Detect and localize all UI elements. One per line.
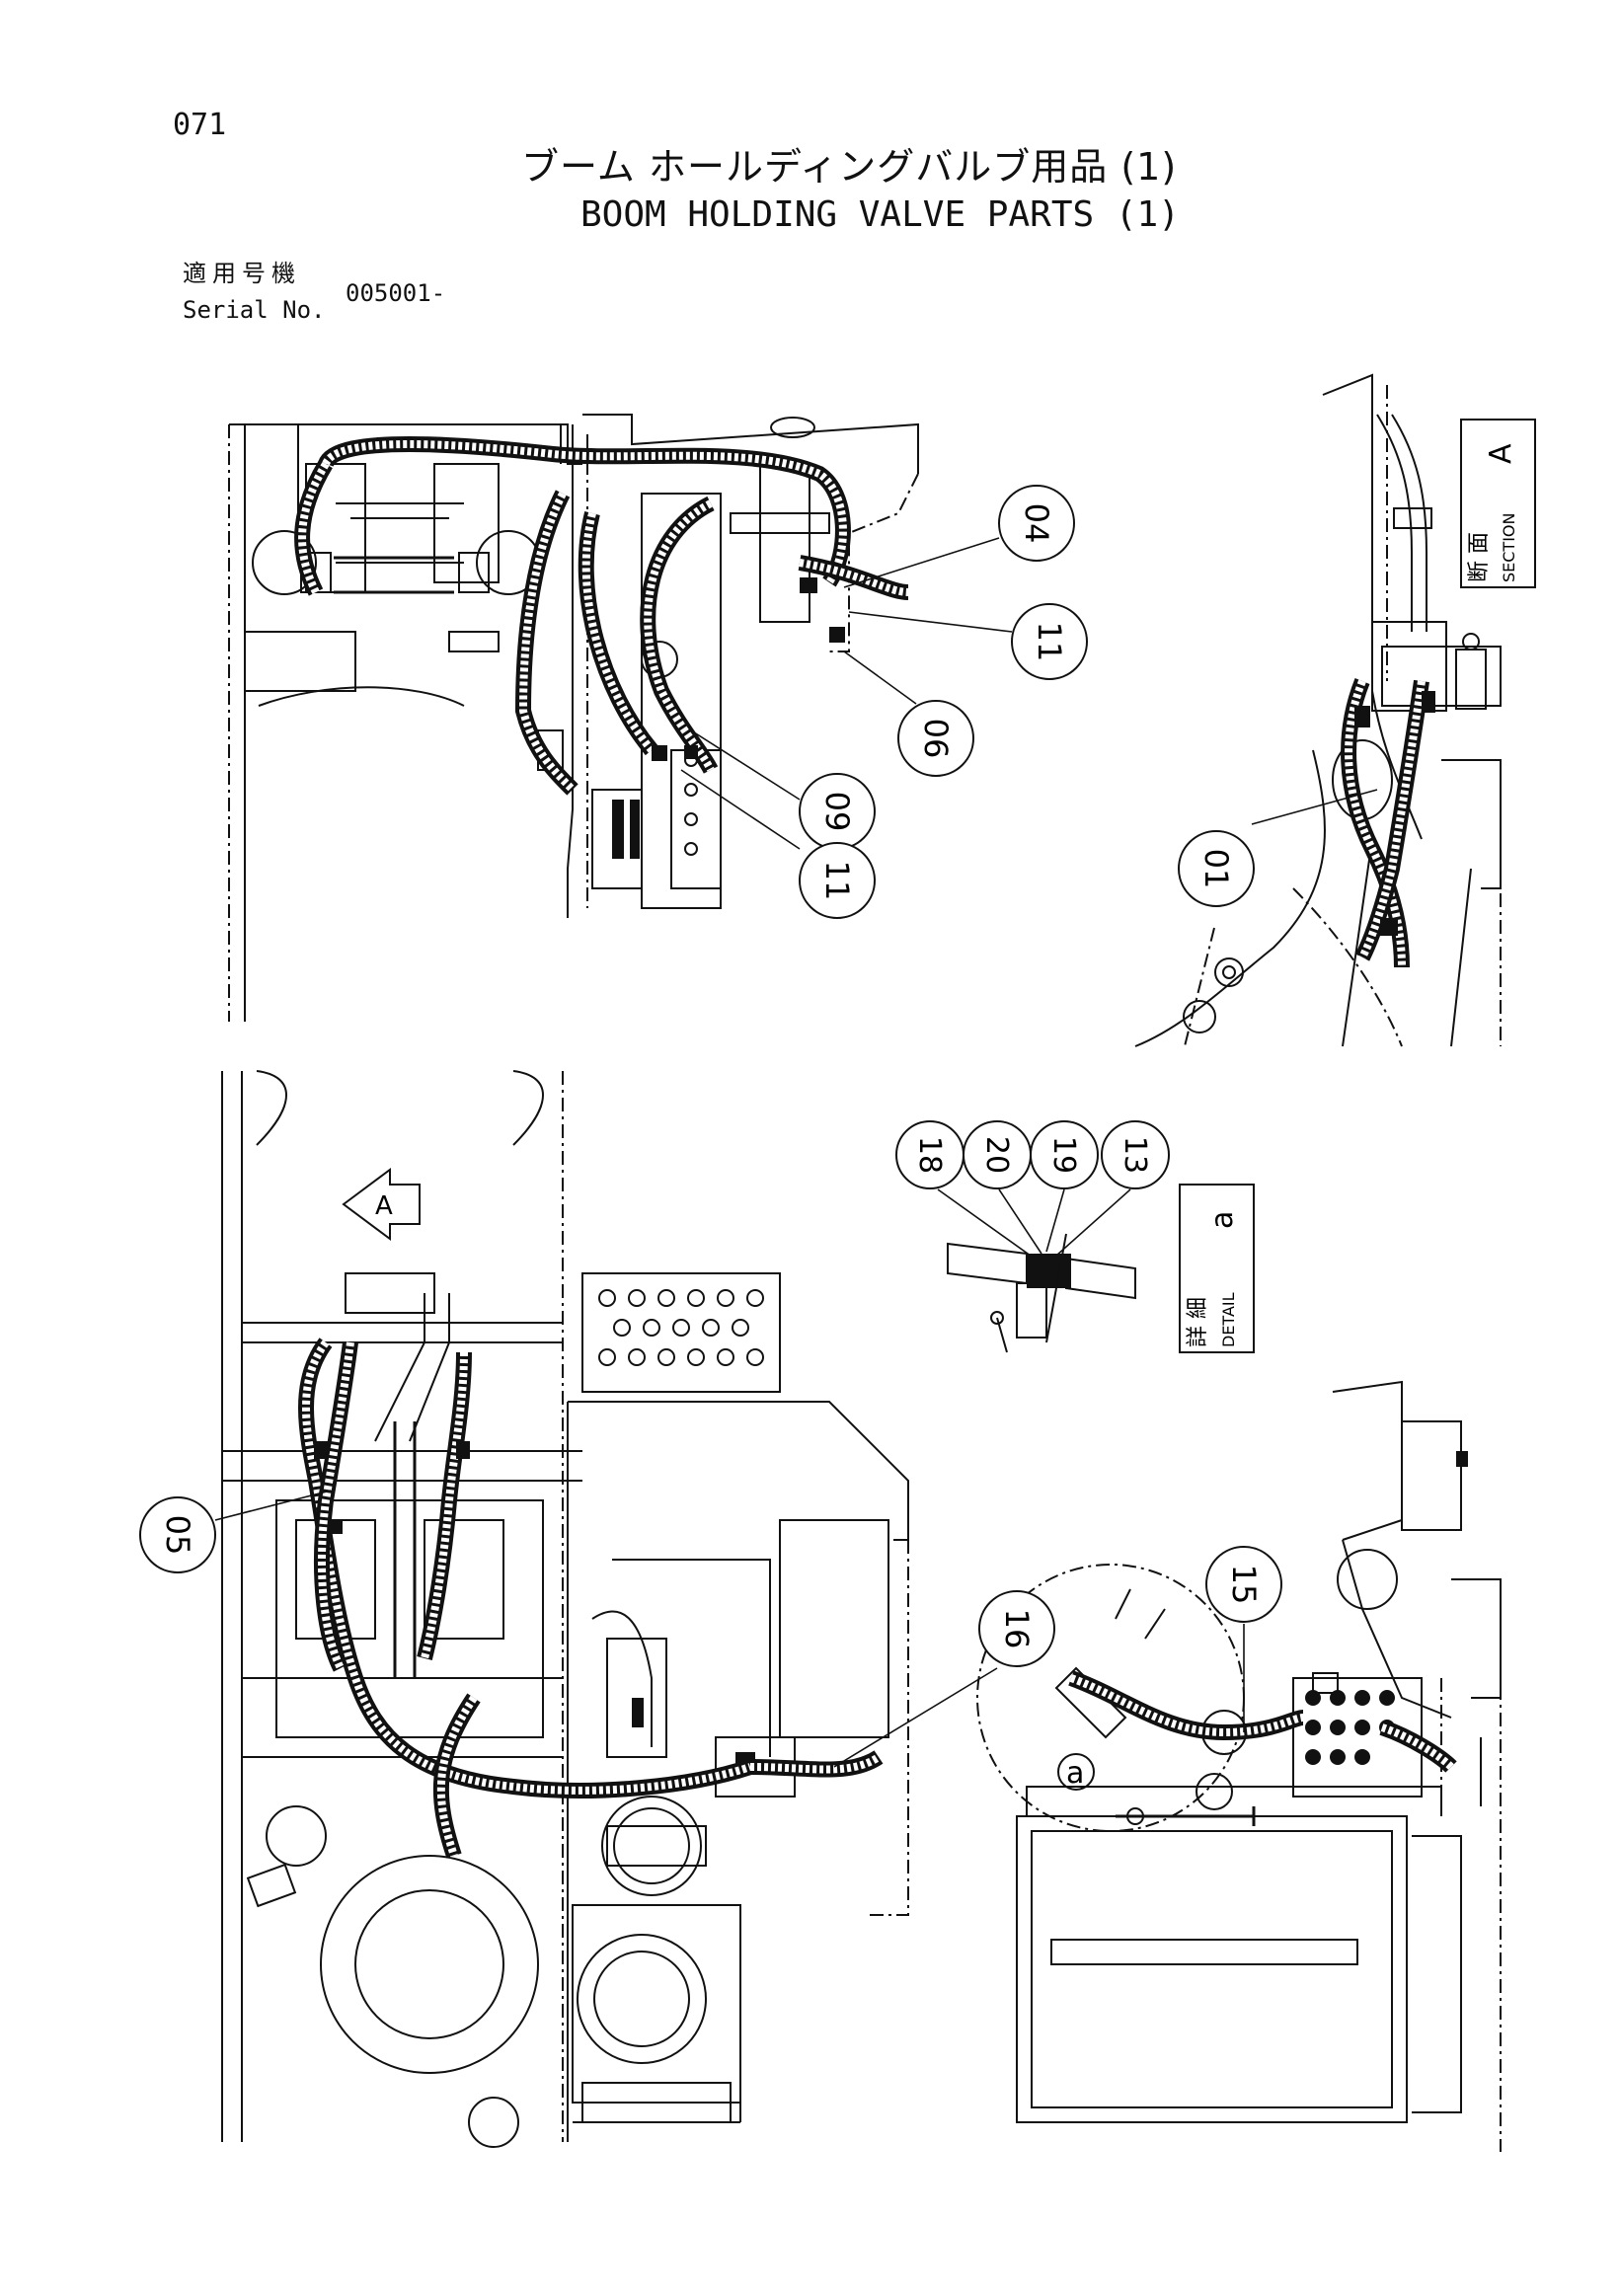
view-arrow	[342, 1168, 421, 1241]
page-number: 071	[173, 108, 227, 142]
callout-19: 19	[1030, 1120, 1099, 1189]
svg-text:13: 13	[1118, 1136, 1152, 1174]
bottom-left-view: A	[221, 1070, 909, 2148]
title-japanese: ブーム ホールディングバルブ用品 (1)	[521, 145, 1178, 189]
svg-text:04: 04	[1018, 503, 1055, 544]
svg-text:09: 09	[818, 792, 856, 832]
section-a-view	[1134, 373, 1502, 1047]
section-label-en: SECTION	[1500, 513, 1518, 583]
callout-13: 13	[1101, 1120, 1170, 1189]
bottom-right-view: a	[976, 1380, 1502, 2152]
svg-text:18: 18	[912, 1136, 947, 1174]
svg-text:15: 15	[1225, 1565, 1263, 1605]
valve-fittings	[1305, 1690, 1395, 1765]
title-english: BOOM HOLDING VALVE PARTS (1)	[580, 194, 1180, 235]
deck-holes	[598, 1289, 764, 1366]
callout-15: 15	[1205, 1546, 1282, 1623]
callout-16: 16	[978, 1590, 1055, 1667]
detail-a-view	[947, 1233, 1136, 1353]
callout-05: 05	[139, 1496, 216, 1573]
serial-number-range: 005001-	[346, 279, 446, 307]
detail-label-jp: 詳 細	[1186, 1297, 1210, 1347]
detail-label-en: DETAIL	[1219, 1292, 1238, 1347]
svg-text:20: 20	[979, 1136, 1014, 1174]
callout-11-lower: 11	[799, 842, 876, 919]
serial-label-japanese: 適用号機	[183, 260, 301, 287]
callout-18: 18	[895, 1120, 964, 1189]
callout-11-upper: 11	[1011, 603, 1088, 680]
detail-circle-letter: a	[1066, 1756, 1084, 1791]
top-left-view	[228, 414, 919, 1022]
serial-label-english: Serial No.	[183, 296, 326, 324]
detail-label-letter: a	[1205, 1211, 1240, 1229]
svg-text:06: 06	[917, 719, 955, 759]
section-label-letter: A	[1484, 443, 1518, 464]
callout-04: 04	[998, 485, 1075, 562]
view-arrow-letter: A	[375, 1191, 393, 1221]
callout-20: 20	[963, 1120, 1032, 1189]
callout-09: 09	[799, 773, 876, 850]
svg-text:05: 05	[159, 1515, 196, 1556]
svg-text:16: 16	[998, 1609, 1036, 1649]
detail-a-label: 詳 細 DETAIL a	[1179, 1184, 1255, 1353]
callout-leaders	[214, 537, 1378, 1768]
svg-text:11: 11	[818, 861, 856, 901]
section-label-jp: 断 面	[1467, 532, 1492, 582]
callout-01: 01	[1178, 830, 1255, 907]
svg-text:19: 19	[1046, 1136, 1081, 1174]
svg-text:11: 11	[1031, 622, 1068, 662]
section-a-label: 断 面 SECTION A	[1460, 419, 1536, 588]
callout-06: 06	[897, 700, 974, 777]
svg-text:01: 01	[1197, 849, 1235, 889]
